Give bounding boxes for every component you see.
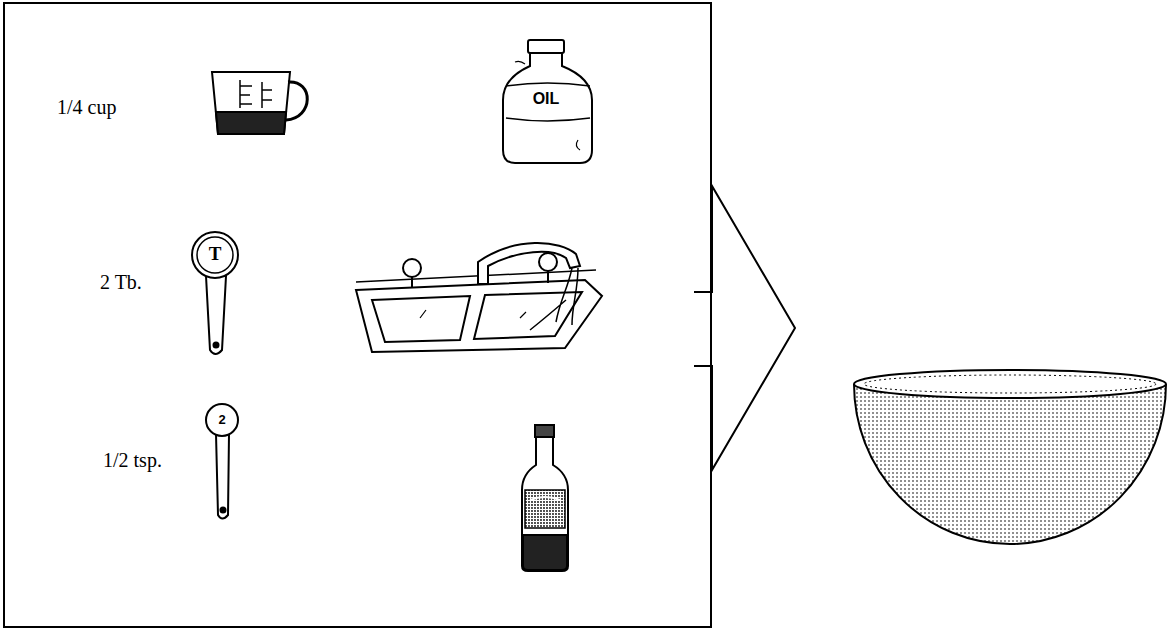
measuring-cup [212, 72, 307, 134]
item-label: 2 [214, 412, 230, 427]
item-label: OIL [520, 90, 572, 108]
hollow-arrow [694, 186, 795, 470]
vinegar-bottle [522, 425, 568, 571]
tablespoon [192, 232, 238, 354]
sink [356, 243, 602, 352]
oil-bottle [503, 40, 592, 163]
ingredient-panel: 1/4 cup 2 Tb. 1/2 tsp. [3, 2, 712, 628]
measure-label: 1/2 tsp. [103, 449, 162, 472]
measure-label: 1/4 cup [57, 96, 116, 119]
item-label: T [205, 243, 225, 265]
mixing-bowl [854, 370, 1166, 544]
teaspoon [206, 404, 238, 519]
measure-label: 2 Tb. [100, 271, 142, 294]
